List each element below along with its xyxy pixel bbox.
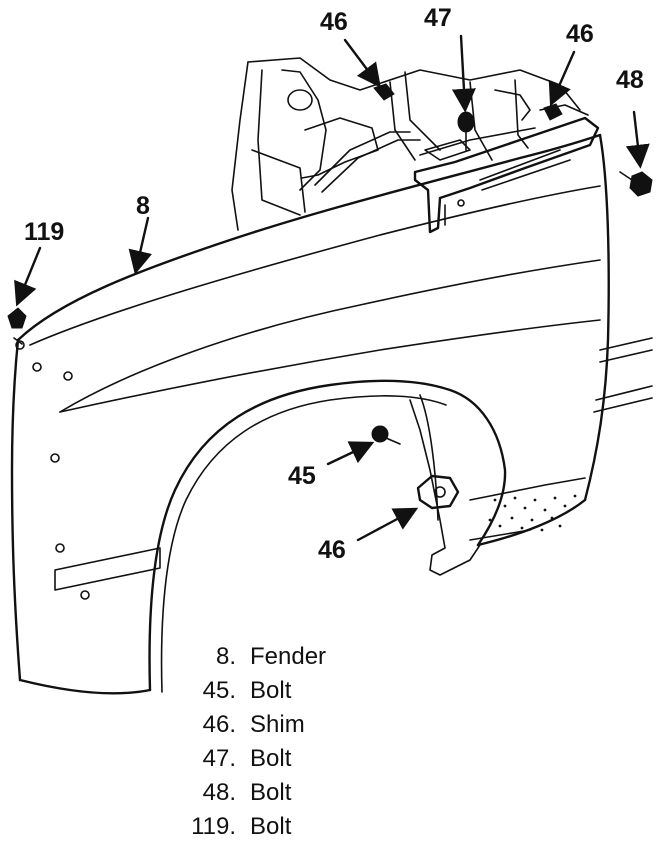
- legend-label: Bolt: [250, 677, 292, 704]
- legend-item: 47. Bolt: [150, 742, 450, 776]
- legend-item: 8. Fender: [150, 640, 450, 674]
- legend-number: 46.: [202, 711, 236, 738]
- legend-number: 8.: [215, 643, 236, 670]
- bolt-48: [619, 171, 653, 197]
- texture-dots: [488, 494, 577, 532]
- fender-mount-bracket: [413, 104, 600, 234]
- legend-label: Bolt: [250, 745, 292, 772]
- callout-46-top-left: 46: [320, 8, 348, 36]
- legend-item: 48. Bolt: [150, 776, 450, 810]
- callout-8: 8: [136, 192, 150, 220]
- callout-46-top-right: 46: [566, 20, 594, 48]
- legend-number: 45.: [202, 677, 236, 704]
- legend-label: Bolt: [250, 813, 292, 840]
- legend-number: 119.: [191, 813, 236, 840]
- callout-45: 45: [288, 462, 316, 490]
- bolt-47: [457, 111, 475, 151]
- shim-46-bottom: [416, 474, 460, 510]
- fender: [10, 133, 653, 695]
- legend-number: 47.: [202, 745, 236, 772]
- cowl-structure: [231, 57, 581, 231]
- legend-item: 45. Bolt: [150, 674, 450, 708]
- bolt-45: [371, 425, 401, 445]
- parts-legend: 8. Fender 45. Bolt 46. Shim 47. Bolt 48.…: [150, 640, 450, 844]
- mounting-holes: [15, 340, 90, 600]
- legend-label: Fender: [250, 643, 327, 670]
- callout-47: 47: [424, 4, 452, 32]
- legend-item: 46. Shim: [150, 708, 450, 742]
- callout-46-bottom: 46: [318, 536, 346, 564]
- leader-lines: [14, 34, 650, 542]
- bolt-119: [7, 307, 27, 345]
- shim-46-top-left: [373, 83, 395, 101]
- legend-item: 119. Bolt: [150, 810, 450, 844]
- callout-48: 48: [616, 66, 644, 94]
- legend-number: 48.: [202, 779, 236, 806]
- legend-label: Shim: [250, 711, 305, 738]
- callout-119: 119: [24, 218, 64, 246]
- legend-label: Bolt: [250, 779, 292, 806]
